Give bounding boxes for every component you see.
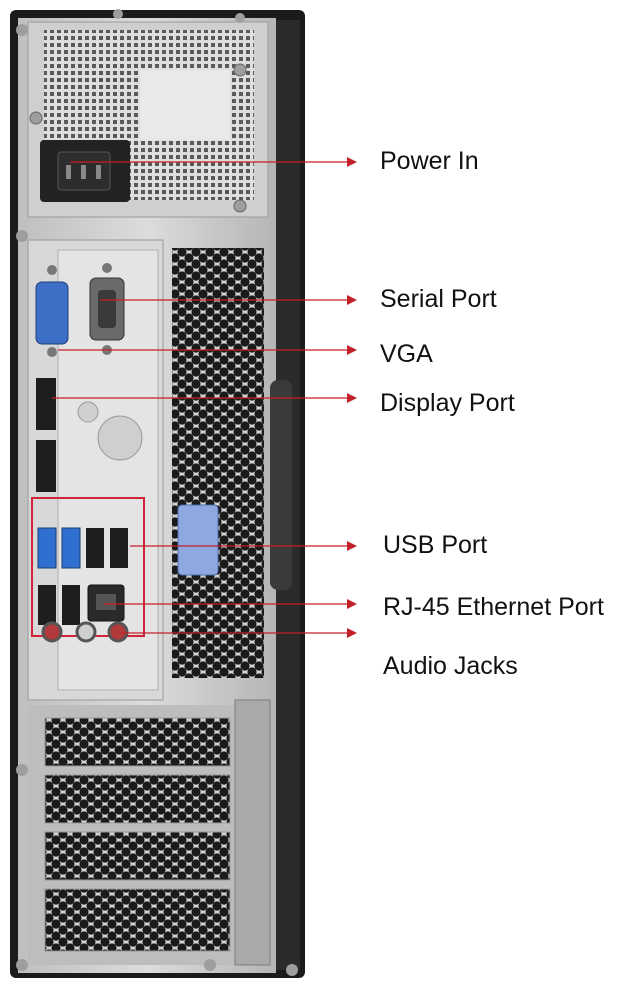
usb2-port-4 — [62, 585, 80, 625]
slot-3 — [44, 831, 231, 881]
psu-vent-light — [140, 70, 230, 140]
label-display-port: Display Port — [380, 389, 515, 417]
usb3-port-2 — [61, 527, 81, 569]
label-rj45-ethernet: RJ-45 Ethernet Port — [383, 593, 604, 621]
callout-arrowheads — [347, 157, 357, 638]
blue-latch — [177, 504, 219, 576]
usb2-port-1 — [86, 528, 104, 568]
display-port-1 — [36, 378, 56, 430]
display-port-2 — [36, 440, 56, 492]
hex-vent-upper — [172, 248, 264, 678]
audio-jack-1 — [41, 621, 63, 643]
label-audio-jacks: Audio Jacks — [383, 652, 518, 680]
slot-2 — [44, 774, 231, 824]
slot-1 — [44, 717, 231, 767]
label-power-in: Power In — [380, 147, 479, 175]
label-serial-port: Serial Port — [380, 285, 497, 313]
usb3-port-1 — [37, 527, 57, 569]
vga-port — [35, 281, 69, 345]
label-vga: VGA — [380, 340, 433, 368]
usb2-port-3 — [38, 585, 56, 625]
slot-4 — [44, 888, 231, 952]
audio-jack-3 — [107, 621, 129, 643]
usb2-port-2 — [110, 528, 128, 568]
label-usb-port: USB Port — [383, 531, 488, 559]
audio-jack-2 — [75, 621, 97, 643]
handle-bar — [270, 380, 292, 590]
slot-bracket — [234, 699, 271, 966]
callout-lines — [52, 161, 350, 634]
